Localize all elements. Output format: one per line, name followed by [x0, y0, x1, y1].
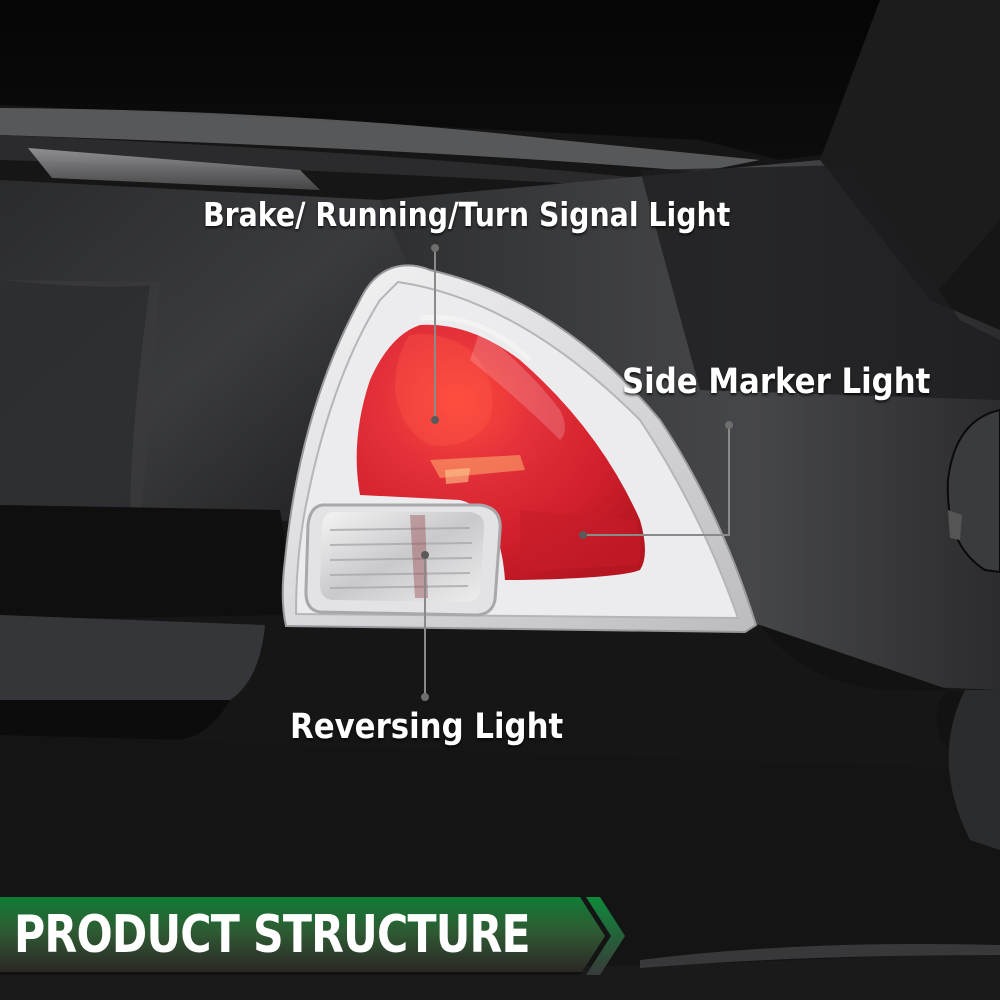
banner-title: PRODUCT STRUCTURE — [14, 905, 531, 965]
callout-label-side-marker: Side Marker Light — [622, 362, 931, 402]
callout-label-brake-running-turn: Brake/ Running/Turn Signal Light — [203, 195, 731, 234]
section-banner — [0, 897, 625, 975]
callout-line-side-marker — [583, 425, 730, 536]
callout-label-reversing: Reversing Light — [290, 707, 564, 747]
